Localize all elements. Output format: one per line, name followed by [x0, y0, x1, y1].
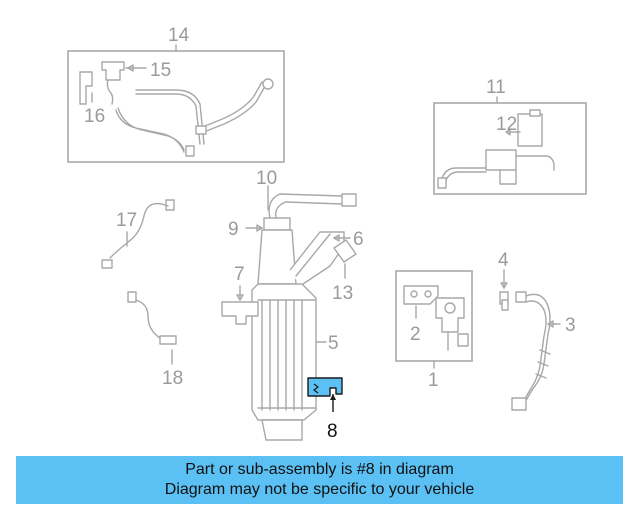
part-8-highlighted: [307, 377, 343, 412]
assembly-box-14: [67, 44, 285, 163]
callout-8: 8: [327, 421, 338, 442]
callout-10: 10: [256, 168, 277, 189]
assembly-box-11: [433, 96, 587, 195]
callout-15: 15: [150, 60, 171, 81]
callout-1: 1: [428, 370, 439, 391]
assembly-box-1: [395, 270, 473, 369]
callout-17: 17: [116, 210, 137, 231]
part-17: [101, 199, 175, 269]
banner-line-2: Diagram may not be specific to your vehi…: [164, 481, 475, 498]
callout-2: 2: [410, 324, 421, 345]
part-5-canister: [221, 185, 357, 441]
callout-4: 4: [498, 250, 509, 271]
callout-12: 12: [496, 114, 517, 135]
banner-line-1: Part or sub-assembly is #8 in diagram: [185, 461, 454, 478]
callout-14: 14: [168, 25, 190, 46]
callout-7: 7: [234, 264, 245, 285]
callout-18: 18: [162, 368, 183, 389]
part-18: [127, 291, 177, 365]
callout-13: 13: [332, 283, 353, 304]
callout-11: 11: [486, 77, 506, 98]
callout-16: 16: [84, 106, 105, 127]
info-banner: Part or sub-assembly is #8 in diagram Di…: [16, 456, 623, 504]
parts-diagram: 14 15 16 11 12 10 9 6 17 7 13 5 18 8 4 2…: [67, 25, 587, 442]
part-3: [511, 291, 561, 411]
callout-3: 3: [565, 315, 576, 336]
callout-5: 5: [328, 333, 339, 354]
callout-6: 6: [353, 229, 364, 250]
callout-9: 9: [228, 219, 239, 240]
part-4: [499, 269, 509, 311]
